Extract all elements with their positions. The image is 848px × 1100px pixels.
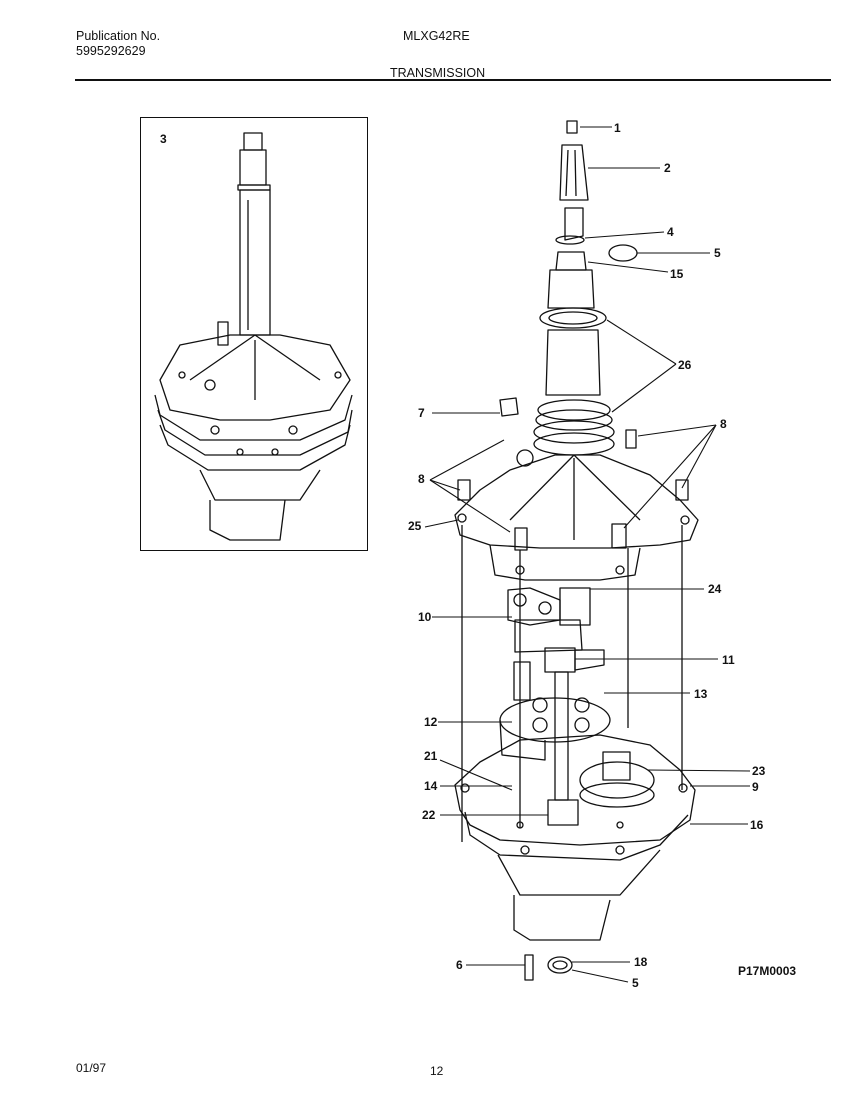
callout-11: 11 (722, 653, 735, 667)
page-number: 12 (430, 1064, 444, 1078)
callout-5-bottom: 5 (632, 976, 639, 990)
callout-10: 10 (418, 610, 432, 624)
callout-6: 6 (456, 958, 463, 972)
callout-25: 25 (408, 519, 422, 533)
leader-lines (424, 126, 751, 983)
inset-transmission-drawing (154, 132, 353, 541)
callout-16: 16 (750, 818, 764, 832)
callout-13: 13 (694, 687, 708, 701)
callout-8-left: 8 (418, 472, 425, 486)
callout-12: 12 (424, 715, 438, 729)
diagram-code: P17M0003 (738, 964, 797, 978)
header-rule (75, 79, 831, 81)
callout-8-right: 8 (720, 417, 727, 431)
callout-5-top: 5 (714, 246, 721, 260)
model-number: MLXG42RE (403, 29, 470, 43)
callout-26: 26 (678, 358, 692, 372)
callout-22: 22 (422, 808, 436, 822)
publication-number: 5995292629 (76, 44, 146, 58)
callout-23: 23 (752, 764, 766, 778)
callout-24: 24 (708, 582, 722, 596)
callout-15: 15 (670, 267, 684, 281)
main-transmission-drawing (454, 120, 699, 981)
callout-1: 1 (614, 121, 621, 135)
callout-7: 7 (418, 406, 425, 420)
callout-18: 18 (634, 955, 648, 969)
section-title: TRANSMISSION (390, 66, 486, 80)
publication-label: Publication No. (76, 29, 161, 43)
callout-2: 2 (664, 161, 671, 175)
inset-label: 3 (160, 132, 167, 146)
callout-14: 14 (424, 779, 438, 793)
callout-4: 4 (667, 225, 674, 239)
inset-box (140, 117, 368, 551)
callout-9: 9 (752, 780, 759, 794)
footer-date: 01/97 (76, 1061, 107, 1075)
callout-21: 21 (424, 749, 438, 763)
